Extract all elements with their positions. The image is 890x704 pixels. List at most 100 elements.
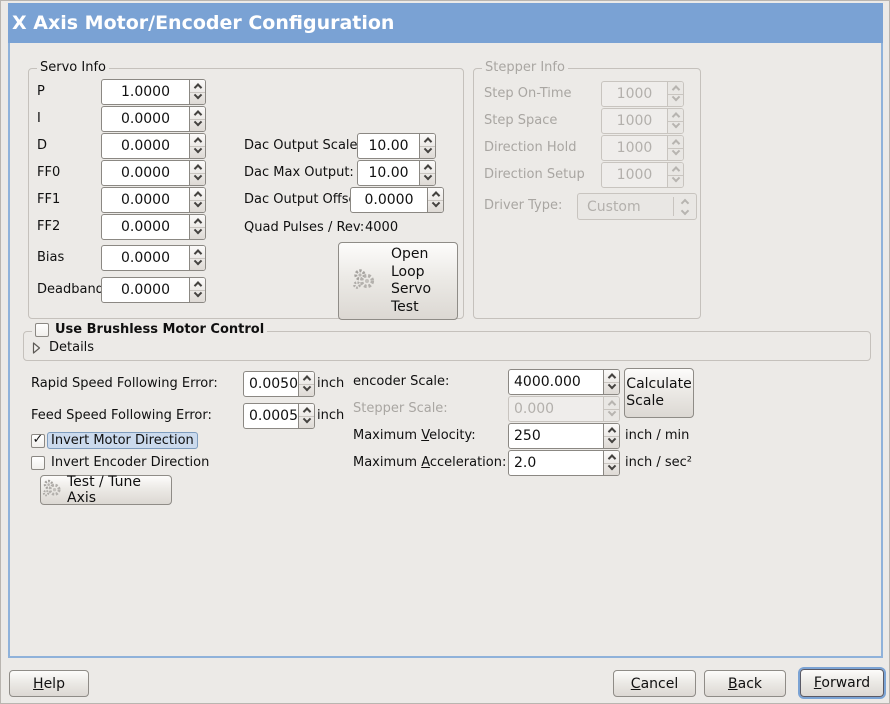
rapid-following-error-spinbox[interactable]: 0.0050 (243, 371, 315, 397)
servo-p-spinbox[interactable]: 1.0000 (101, 79, 206, 105)
dac-output-offset-label: Dac Output Offset: (244, 192, 366, 207)
spinner-buttons[interactable] (298, 372, 314, 396)
rapid-following-error-unit: inch (317, 376, 345, 391)
help-button[interactable]: Help (9, 670, 89, 697)
servo-param-label-i: I (37, 111, 41, 126)
spin-down-icon[interactable] (299, 415, 314, 429)
dac-max-output-label: Dac Max Output: (244, 165, 354, 180)
servo-ff1-spinbox[interactable]: 0.0000 (101, 187, 206, 213)
page-title-text: X Axis Motor/Encoder Configuration (12, 12, 395, 34)
invert-motor-checkbox[interactable]: ✓ (31, 432, 45, 448)
spin-down-icon (668, 120, 683, 134)
forward-button[interactable]: Forward (800, 669, 884, 697)
servo-param-label-ff2: FF2 (37, 219, 61, 234)
spin-down-icon (668, 147, 683, 161)
spin-down-icon[interactable] (428, 199, 443, 213)
max-velocity-spinbox[interactable]: 250 (508, 423, 620, 449)
spin-down-icon[interactable] (604, 462, 619, 476)
max-acceleration-unit: inch / sec² (625, 455, 693, 470)
direction-hold-label: Direction Hold (484, 140, 577, 155)
servo-i-spinbox[interactable]: 0.0000 (101, 106, 206, 132)
spinner-buttons[interactable] (419, 161, 435, 185)
spin-down-icon[interactable] (604, 435, 619, 449)
calculate-scale-button[interactable]: Calculate Scale (624, 368, 694, 418)
spin-down-icon[interactable] (190, 289, 205, 303)
servo-param-label-d: D (37, 138, 48, 153)
spinner-buttons[interactable] (189, 246, 205, 270)
invert-encoder-direction-row[interactable]: Invert Encoder Direction (31, 455, 209, 470)
gears-icon (41, 477, 63, 503)
spinner-buttons[interactable] (189, 188, 205, 212)
feed-following-error-label: Feed Speed Following Error: (31, 408, 212, 423)
spin-down-icon[interactable] (190, 118, 205, 132)
test-tune-axis-button[interactable]: Test / Tune Axis (40, 474, 172, 506)
spinner-buttons[interactable] (189, 161, 205, 185)
spinner-buttons[interactable] (603, 370, 619, 394)
spin-down-icon[interactable] (190, 91, 205, 105)
open-loop-servo-test-button[interactable]: Open Loop Servo Test (338, 242, 458, 320)
spinner-buttons[interactable] (603, 424, 619, 448)
spinner-buttons[interactable] (189, 215, 205, 239)
use-brushless-label[interactable]: Use Brushless Motor Control (55, 322, 265, 337)
invert-motor-label[interactable]: Invert Motor Direction (47, 432, 198, 449)
direction-setup-spinbox: 1000 (601, 162, 684, 188)
back-button[interactable]: Back (704, 670, 786, 697)
details-label[interactable]: Details (49, 340, 95, 355)
spinner-buttons[interactable] (189, 107, 205, 131)
spin-down-icon[interactable] (190, 257, 205, 271)
servo-d-spinbox[interactable]: 0.0000 (101, 133, 206, 159)
step-space-label: Step Space (484, 113, 558, 128)
spinner-buttons[interactable] (603, 451, 619, 475)
spin-down-icon[interactable] (190, 226, 205, 240)
spin-down-icon[interactable] (190, 145, 205, 159)
spin-down-icon[interactable] (190, 172, 205, 186)
spin-down-icon[interactable] (190, 199, 205, 213)
dac-output-offset-spinbox[interactable]: 0.0000 (350, 187, 444, 213)
stepper-scale-spinbox: 0.000 (508, 396, 620, 422)
servo-param-label-deadband: Deadband (37, 282, 104, 297)
spinner-buttons[interactable] (298, 404, 314, 428)
cancel-button-label: Cancel (630, 675, 679, 692)
step-on-time-spinbox: 1000 (601, 81, 684, 107)
calculate-scale-label: Calculate Scale (626, 375, 692, 410)
servo-param-label-bias: Bias (37, 250, 65, 265)
combo-arrows-icon (674, 198, 696, 215)
dac-max-output-spinbox[interactable]: 10.00 (357, 160, 436, 186)
servo-deadband-spinbox[interactable]: 0.0000 (101, 277, 206, 303)
spinner-buttons (603, 397, 619, 421)
servo-param-label-ff1: FF1 (37, 192, 61, 207)
invert-encoder-label[interactable]: Invert Encoder Direction (51, 455, 210, 470)
forward-button-label: Forward (813, 675, 871, 691)
servo-ff2-spinbox[interactable]: 0.0000 (101, 214, 206, 240)
spinner-buttons[interactable] (189, 134, 205, 158)
cancel-button[interactable]: Cancel (613, 670, 696, 697)
page-content: Servo Info P 1.0000 I 0.0000 D 0.0000 FF… (8, 43, 883, 658)
invert-encoder-checkbox[interactable] (31, 455, 45, 470)
spinner-buttons[interactable] (427, 188, 443, 212)
spin-down-icon[interactable] (604, 381, 619, 395)
spinner-buttons[interactable] (189, 278, 205, 302)
encoder-scale-spinbox[interactable]: 4000.000 (508, 369, 620, 395)
spin-down-icon[interactable] (420, 172, 435, 186)
max-velocity-label: Maximum Velocity: (353, 428, 476, 443)
spin-down-icon[interactable] (299, 383, 314, 397)
driver-type-select: Custom (577, 193, 697, 220)
action-bar: Help Cancel Back Forward (1, 656, 889, 703)
spinner-buttons[interactable] (419, 134, 435, 158)
servo-ff0-spinbox[interactable]: 0.0000 (101, 160, 206, 186)
dac-output-scale-spinbox[interactable]: 10.00 (357, 133, 436, 159)
invert-motor-direction-row[interactable]: ✓ Invert Motor Direction (31, 432, 198, 449)
spin-down-icon[interactable] (420, 145, 435, 159)
step-on-time-label: Step On-Time (484, 86, 572, 101)
stepper-info-frame: Stepper Info Step On-Time 1000 Step Spac… (473, 60, 701, 319)
help-button-label: Help (33, 675, 65, 692)
feed-following-error-spinbox[interactable]: 0.0005 (243, 403, 315, 429)
max-acceleration-spinbox[interactable]: 2.0 (508, 450, 620, 476)
details-expander[interactable]: Details (32, 340, 94, 355)
servo-bias-spinbox[interactable]: 0.0000 (101, 245, 206, 271)
step-space-spinbox: 1000 (601, 108, 684, 134)
spinner-buttons (667, 163, 683, 187)
brushless-frame: Use Brushless Motor Control Details (23, 322, 871, 361)
use-brushless-checkbox[interactable] (35, 322, 49, 337)
spinner-buttons[interactable] (189, 80, 205, 104)
